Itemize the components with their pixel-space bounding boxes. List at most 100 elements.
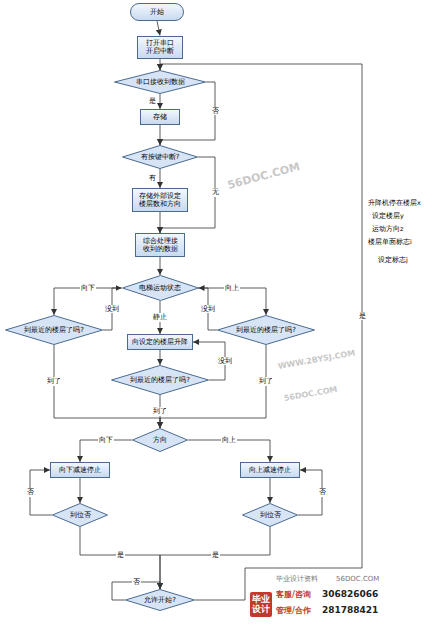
process-box: 向设定的楼层升降: [127, 334, 193, 350]
decision-diamond: 允许开始?: [125, 589, 195, 611]
process-box: 向下减速停止: [50, 462, 110, 478]
process-box: 存储外部设定楼层数和方向: [132, 188, 188, 212]
edge-label: 是: [116, 551, 125, 559]
flow-connector: [160, 257, 161, 275]
decision-diamond: 到位否: [52, 503, 108, 527]
edge-label: 向下: [80, 284, 96, 292]
watermark-text: 毕业设计资料: [276, 575, 318, 583]
note-text: 楼层单面标志i: [368, 239, 412, 246]
edge-label: 是: [211, 551, 220, 559]
contact-label: 管理/合作: [276, 606, 311, 615]
flow-connector: [160, 527, 270, 589]
contact-label: 客服/咨询: [276, 590, 311, 599]
flow-connector: [160, 94, 161, 109]
edge-label: 没到: [104, 305, 120, 313]
note-text: 设定楼层y: [372, 213, 404, 220]
edge-label: 是: [358, 312, 367, 320]
flow-connector: [80, 527, 160, 589]
flow-connector: [80, 478, 81, 503]
diamond-shape: [218, 316, 315, 345]
flow-connector: [157, 21, 160, 36]
edge-label: 到了: [46, 377, 62, 385]
watermark: 56DOC.COM: [226, 161, 301, 192]
node-text: 到最近的楼层了吗?: [130, 376, 190, 384]
edge-label: 有: [148, 174, 157, 182]
terminal-box: 开始: [130, 3, 184, 21]
node-text: 允许开始?: [144, 596, 176, 604]
node-text: 开始: [150, 8, 164, 16]
flow-connector: [160, 169, 161, 188]
node-text: 串口接收到数据: [136, 78, 185, 86]
edge-label: 没到: [200, 305, 216, 313]
flow-connector: [54, 288, 122, 315]
decision-diamond: 方向: [132, 428, 188, 452]
node-text: 电梯运动状态: [139, 284, 181, 292]
edge-label: 到了: [258, 377, 274, 385]
decision-diamond: 到最近的楼层了吗?: [217, 315, 315, 345]
process-box: 存储: [140, 109, 180, 125]
diamond-shape: [123, 146, 198, 169]
flow-connector: [160, 125, 161, 145]
note-text: 升降机停在楼层x: [368, 200, 421, 207]
flow-connector: [199, 288, 267, 315]
node-text: 到位否: [70, 511, 91, 519]
process-box: 打开串口 开启中断: [137, 36, 183, 59]
diamond-shape: [6, 316, 103, 345]
contact-number: 306826066: [322, 589, 378, 599]
flow-connector: [103, 288, 122, 330]
edge-label: 否: [318, 488, 327, 496]
flow-connector: [160, 64, 362, 600]
node-text: 到最近的楼层了吗?: [236, 326, 296, 334]
edge-label: 向下: [98, 436, 114, 444]
edge-label: 无: [211, 188, 220, 196]
decision-diamond: 有按键中断?: [122, 145, 198, 169]
node-text: 综合处理接收到的数据: [142, 237, 179, 254]
node-text: 方向: [153, 436, 167, 444]
contact-number: 281788421: [322, 605, 378, 615]
diamond-shape: [126, 590, 195, 611]
edge-label: 向上: [221, 436, 237, 444]
edge-label: 静止: [152, 313, 168, 321]
decision-diamond: 到最近的楼层了吗?: [5, 315, 103, 345]
edge-label: 向上: [224, 284, 240, 292]
edge-label: 否: [211, 107, 220, 115]
edge-label: 没到: [217, 357, 233, 365]
diamond-shape: [112, 366, 209, 395]
diamond-shape: [133, 429, 188, 452]
watermark-text: 56DOC.COM: [336, 575, 379, 583]
flow-connector: [199, 288, 218, 330]
process-box: 综合处理接收到的数据: [135, 233, 185, 257]
diamond-shape: [122, 276, 198, 301]
flow-connector: [270, 478, 271, 503]
watermark: WWW.2BYSJ.COM: [277, 348, 356, 371]
diamond-shape: [53, 504, 108, 527]
node-text: 存储外部设定楼层数和方向: [139, 192, 182, 209]
node-text: 到位否: [260, 511, 281, 519]
node-text: 打开串口 开启中断: [145, 39, 175, 56]
decision-diamond: 到位否: [242, 503, 298, 527]
node-text: 有按键中断?: [141, 153, 180, 161]
decision-diamond: 串口接收到数据: [114, 70, 206, 94]
watermark: 56DOC.COM: [283, 385, 338, 403]
flow-connector: [160, 212, 161, 233]
node-text: 到最近的楼层了吗?: [24, 326, 84, 334]
edge-label: 到了: [152, 407, 168, 415]
edge-label: 是: [148, 97, 157, 105]
node-text: 向上减速停止: [249, 466, 291, 474]
note-text: 运动方向z: [372, 226, 403, 233]
logo-text: 毕业设计: [250, 592, 272, 617]
node-text: 存储: [153, 113, 167, 121]
diamond-shape: [243, 504, 298, 527]
flow-connector: [160, 350, 161, 365]
decision-diamond: 电梯运动状态: [122, 275, 199, 301]
node-text: 向设定的楼层升降: [132, 338, 188, 346]
note-text: 设定标志j: [378, 257, 408, 264]
process-box: 向上减速停止: [240, 462, 300, 478]
edge-label: 否: [26, 488, 35, 496]
edge-label: 否: [132, 578, 141, 586]
diamond-shape: [115, 71, 206, 94]
node-text: 向下减速停止: [59, 466, 101, 474]
decision-diamond: 到最近的楼层了吗?: [111, 365, 209, 395]
